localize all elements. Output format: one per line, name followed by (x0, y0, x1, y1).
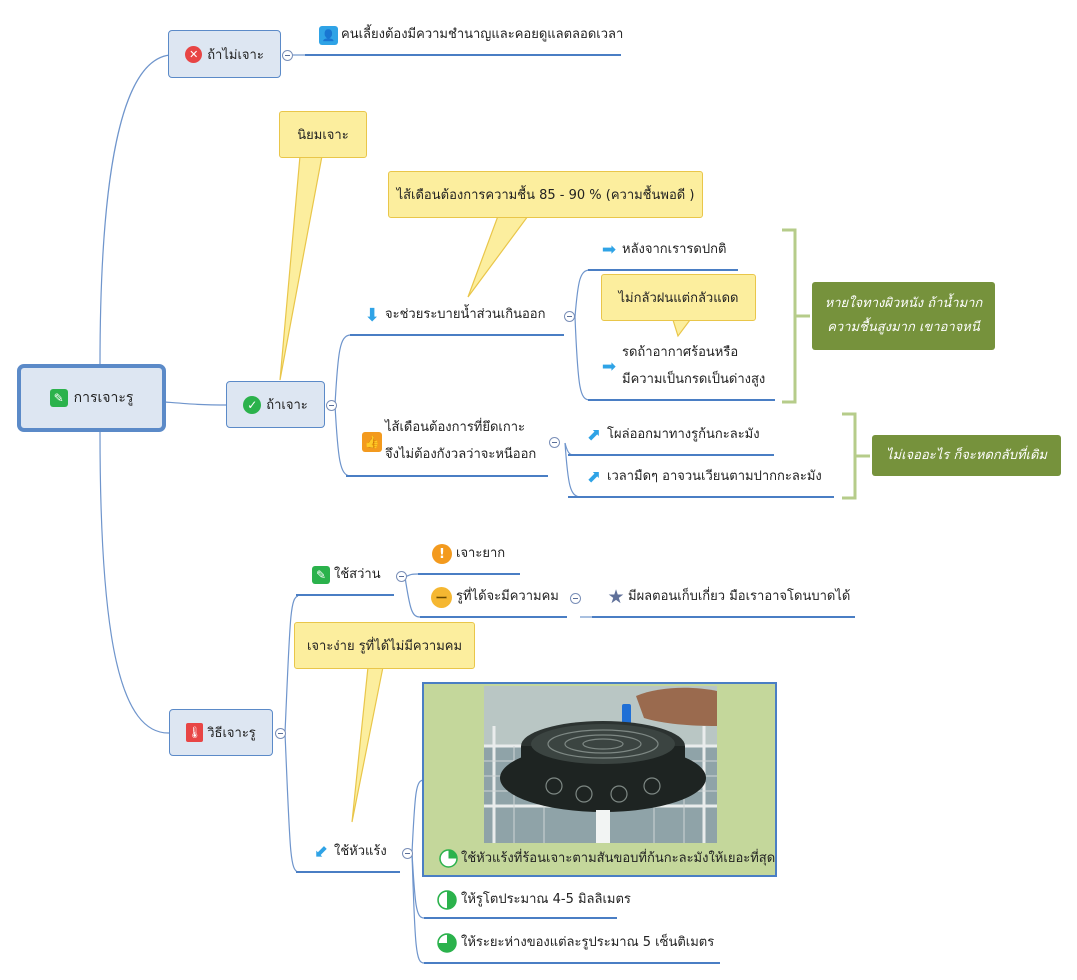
branch-drill-label: ถ้าเจาะ (266, 398, 308, 413)
basin-photo (484, 686, 717, 843)
underline (350, 334, 564, 336)
hot-iron-label: ใช้หัวแร้ง (334, 844, 387, 859)
collapse-toggle[interactable] (570, 593, 581, 604)
exclamation-icon: ! (432, 544, 452, 564)
central-topic-label: การเจาะรู (73, 390, 134, 406)
underline (420, 616, 567, 618)
star-icon: ★ (607, 586, 625, 608)
collapse-toggle[interactable] (564, 311, 575, 322)
hot-iron-child-1-label: ใช้หัวแร้งที่ร้อนเจาะตามสันขอบที่ก้นกะละ… (461, 851, 776, 866)
underline (568, 454, 774, 456)
underline (296, 594, 394, 596)
arrow-right-icon: ➡ (601, 240, 617, 260)
underline (592, 616, 855, 618)
summary-breathing-line1: หายใจทางผิวหนัง ถ้าน้ำมาก (824, 296, 983, 311)
underline (296, 871, 400, 873)
callout-popular: นิยมเจาะ (279, 111, 367, 158)
underline (424, 917, 617, 919)
branch-method[interactable]: 🌡 วิธีเจาะรู (169, 709, 273, 756)
x-circle-icon: ✕ (185, 45, 203, 63)
sharp-child-label: มีผลตอนเก็บเกี่ยว มือเราอาจโดนบาดได้ (628, 589, 851, 604)
summary-breathing-line2: ความชื้นสูงมาก เขาอาจหนี (827, 320, 980, 335)
hot-iron-child-2-label: ให้รูโตประมาณ 4-5 มิลลิเมตร (461, 892, 631, 907)
underline (418, 573, 520, 575)
drain-child-2-line1: รดถ้าอากาศร้อนหรือ (622, 345, 739, 360)
callout-easy: เจาะง่าย รูที่ได้ไม่มีความคม (294, 622, 475, 669)
collapse-toggle[interactable] (282, 50, 293, 61)
callout-easy-text: เจาะง่าย รูที่ได้ไม่มีความคม (306, 639, 463, 654)
collapse-toggle[interactable] (402, 848, 413, 859)
summary-breathing: หายใจทางผิวหนัง ถ้าน้ำมาก ความชื้นสูงมาก… (812, 282, 995, 350)
grip-line2: จึงไม่ต้องกังวลว่าจะหนีออก (385, 447, 537, 462)
branch-method-label: วิธีเจาะรู (207, 726, 256, 741)
collapse-toggle[interactable] (549, 437, 560, 448)
drain-child-1-label: หลังจากเรารดปกติ (622, 242, 727, 257)
drill-tool-child-1-label: เจาะยาก (456, 546, 506, 561)
arrow-right-icon: ➡ (601, 357, 617, 377)
underline (588, 399, 775, 401)
underline (346, 475, 548, 477)
progress-icon (437, 890, 457, 910)
callout-humidity-text: ไส้เดือนต้องการความชื้น 85 - 90 % (ความช… (396, 188, 695, 203)
drain-label: จะช่วยระบายน้ำส่วนเกินออก (385, 307, 546, 322)
callout-sun: ไม่กลัวฝนแต่กลัวแดด (601, 274, 756, 321)
collapse-toggle[interactable] (275, 728, 286, 739)
collapse-toggle[interactable] (396, 571, 407, 582)
summary-return-text: ไม่เจออะไร ก็จะหดกลับที่เดิม (885, 447, 1047, 463)
person-card-icon: 👤 (319, 26, 338, 45)
callout-sun-text: ไม่กลัวฝนแต่กลัวแดด (618, 291, 739, 306)
progress-icon (437, 933, 457, 953)
central-topic[interactable]: ✎ การเจาะรู (17, 364, 166, 432)
arrow-up-right-icon: ⬈ (586, 425, 602, 445)
neutral-face-icon: ー (431, 587, 452, 608)
underline (305, 54, 621, 56)
drill-tool-child-2-label: รูที่ได้จะมีความคม (456, 589, 559, 604)
grip-line1: ไส้เดือนต้องการที่ยึดเกาะ (385, 420, 526, 435)
pencil-icon: ✎ (49, 389, 68, 407)
grip-child-2-label: เวลามืดๆ อาจวนเวียนตามปากกะละมัง (607, 469, 822, 484)
branch-no-drill[interactable]: ✕ ถ้าไม่เจาะ (168, 30, 281, 78)
callout-humidity: ไส้เดือนต้องการความชื้น 85 - 90 % (ความช… (388, 171, 703, 218)
arrow-down-left-icon: ⬋ (313, 842, 329, 862)
branch-drill[interactable]: ✓ ถ้าเจาะ (226, 381, 325, 428)
photo-topic[interactable]: ใช้หัวแร้งที่ร้อนเจาะตามสันขอบที่ก้นกะละ… (422, 682, 777, 877)
arrow-down-icon: ⬇ (364, 304, 380, 326)
pencil-icon: ✎ (312, 566, 330, 584)
arrow-up-right-icon: ⬈ (586, 467, 602, 487)
summary-return: ไม่เจออะไร ก็จะหดกลับที่เดิม (872, 435, 1061, 476)
callout-popular-text: นิยมเจาะ (297, 128, 349, 143)
underline (588, 269, 738, 271)
no-drill-child-label: คนเลี้ยงต้องมีความชำนาญและคอยดูแลตลอดเวล… (341, 27, 624, 42)
hot-iron-child-3-label: ให้ระยะห่างของแต่ละรูประมาณ 5 เซ็นติเมตร (461, 935, 715, 950)
drain-child-2-line2: มีความเป็นกรดเป็นด่างสูง (622, 372, 766, 387)
thermometer-icon: 🌡 (186, 723, 204, 742)
grip-child-1-label: โผล่ออกมาทางรูก้นกะละมัง (607, 427, 760, 442)
collapse-toggle[interactable] (326, 400, 337, 411)
branch-no-drill-label: ถ้าไม่เจาะ (207, 47, 264, 63)
check-circle-icon: ✓ (243, 395, 262, 414)
underline (424, 962, 720, 964)
progress-icon (439, 849, 458, 868)
drill-tool-label: ใช้สว่าน (334, 567, 381, 582)
underline (568, 496, 834, 498)
thumbs-up-icon: 👍 (362, 432, 382, 452)
